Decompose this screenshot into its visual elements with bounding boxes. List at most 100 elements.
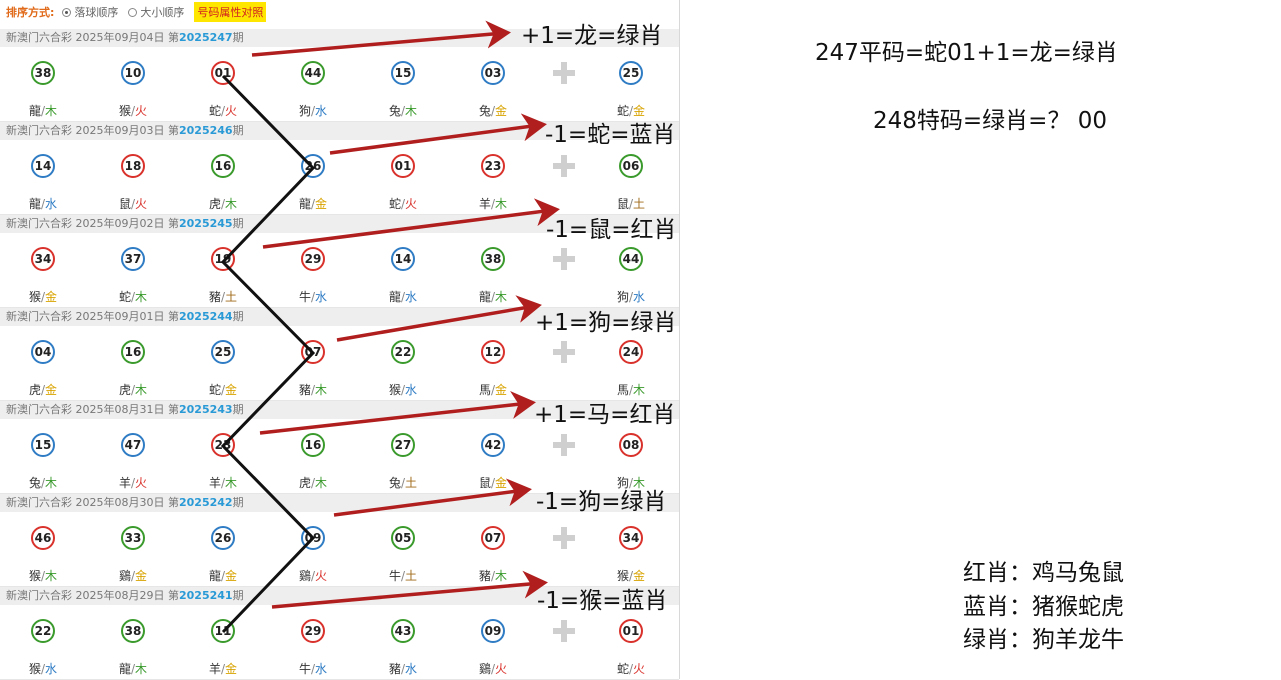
annotation-label: +1=狗=绿肖 [535,310,677,336]
radio-selected-icon [62,7,72,17]
draw-period-number[interactable]: 2025245 [178,217,233,230]
element-label: 火 [405,197,418,211]
element-label: 金 [633,569,646,583]
element-label: 金 [225,662,238,676]
number-ball: 01 [391,154,415,178]
draw-header: 新澳门六合彩 2025年09月03日 第2025246期 [0,122,679,140]
number-ball: 05 [391,526,415,550]
plus-icon [552,433,576,457]
number-ball: 42 [481,433,505,457]
element-label: 金 [495,104,508,118]
zodiac-label: 狗 [616,290,629,304]
zodiac-element-label: 狗/水 [298,104,328,118]
zodiac-element-label: 鷄/火 [298,569,328,583]
zodiac-label: 猴 [28,290,41,304]
legend-blue: 蓝肖：猪猴蛇虎 [963,594,1124,620]
draw-period-number[interactable]: 2025242 [178,496,233,509]
draw-period-number[interactable]: 2025247 [178,31,233,44]
zodiac-label: 羊 [208,476,221,490]
element-label: 木 [45,104,58,118]
zodiac-element-label: 狗/水 [616,290,646,304]
zodiac-element-label: 猴/金 [616,569,646,583]
note-line-1: 247平码=蛇01+1=龙=绿肖 [815,40,1118,66]
draw-date: 新澳门六合彩 2025年09月01日 第 [6,310,179,323]
zodiac-label: 龍 [208,569,221,583]
plus-icon [552,619,576,643]
zodiac-label: 鼠 [616,197,629,211]
zodiac-element-label: 龍/木 [478,290,508,304]
zodiac-element-label: 羊/火 [118,476,148,490]
number-ball: 10 [121,61,145,85]
zodiac-label: 龍 [298,197,311,211]
sort-option-size-order[interactable]: 大小顺序 [128,4,184,20]
draw-period-number[interactable]: 2025243 [178,403,233,416]
special-number-ball: 44 [619,247,643,271]
draw-period-number[interactable]: 2025246 [178,124,233,137]
zodiac-label: 蛇 [616,662,629,676]
element-label: 木 [495,197,508,211]
radio-icon [128,7,138,17]
zodiac-element-label: 羊/木 [478,197,508,211]
zodiac-element-label: 馬/金 [478,383,508,397]
element-label: 水 [405,383,418,397]
note-line-2: 248特码=绿肖=？ 00 [873,108,1108,134]
plus-icon [552,340,576,364]
element-label: 木 [315,383,328,397]
element-label: 水 [315,104,328,118]
zodiac-label: 鼠 [118,197,131,211]
element-label: 火 [135,476,148,490]
element-label: 火 [315,569,328,583]
number-ball: 43 [391,619,415,643]
number-ball: 14 [391,247,415,271]
element-label: 木 [315,476,328,490]
zodiac-label: 豬 [298,383,311,397]
attribute-row: 龍/木猴/火蛇/火狗/水兔/木兔/金蛇/金 [0,97,679,122]
draw-period-number[interactable]: 2025244 [178,310,233,323]
element-label: 水 [633,290,646,304]
sort-option-draw-order[interactable]: 落球顺序 [62,4,118,20]
zodiac-label: 兔 [28,476,41,490]
number-ball: 15 [391,61,415,85]
element-label: 木 [225,197,238,211]
draw-period-number[interactable]: 2025241 [178,589,233,602]
zodiac-label: 猴 [616,569,629,583]
attribute-reference-button[interactable]: 号码属性对照 [194,2,267,22]
zodiac-element-label: 猴/水 [28,662,58,676]
element-label: 金 [225,383,238,397]
number-ball: 18 [121,154,145,178]
annotation-label: +1=龙=绿肖 [521,23,663,49]
zodiac-element-label: 虎/木 [208,197,238,211]
element-label: 金 [315,197,328,211]
element-label: 木 [633,476,646,490]
element-label: 木 [135,290,148,304]
zodiac-label: 鼠 [478,476,491,490]
number-ball: 19 [211,247,235,271]
number-ball: 46 [31,526,55,550]
draw-period-suffix: 期 [232,589,244,602]
number-ball: 38 [481,247,505,271]
zodiac-element-label: 虎/木 [298,476,328,490]
zodiac-label: 蛇 [208,104,221,118]
sort-option-label: 落球顺序 [74,6,119,19]
zodiac-element-label: 龍/金 [298,197,328,211]
zodiac-label: 猴 [388,383,401,397]
annotation-arrow [251,20,511,57]
zodiac-label: 兔 [388,476,401,490]
number-ball: 26 [211,526,235,550]
zodiac-label: 豬 [208,290,221,304]
number-ball: 37 [121,247,145,271]
draw-period-suffix: 期 [232,403,244,416]
zodiac-element-label: 羊/木 [208,476,238,490]
special-number-ball: 34 [619,526,643,550]
zodiac-element-label: 虎/金 [28,383,58,397]
zodiac-element-label: 龍/木 [28,104,58,118]
element-label: 木 [633,383,646,397]
zodiac-element-label: 鼠/火 [118,197,148,211]
draw-date: 新澳门六合彩 2025年08月29日 第 [6,589,179,602]
zodiac-label: 虎 [118,383,131,397]
